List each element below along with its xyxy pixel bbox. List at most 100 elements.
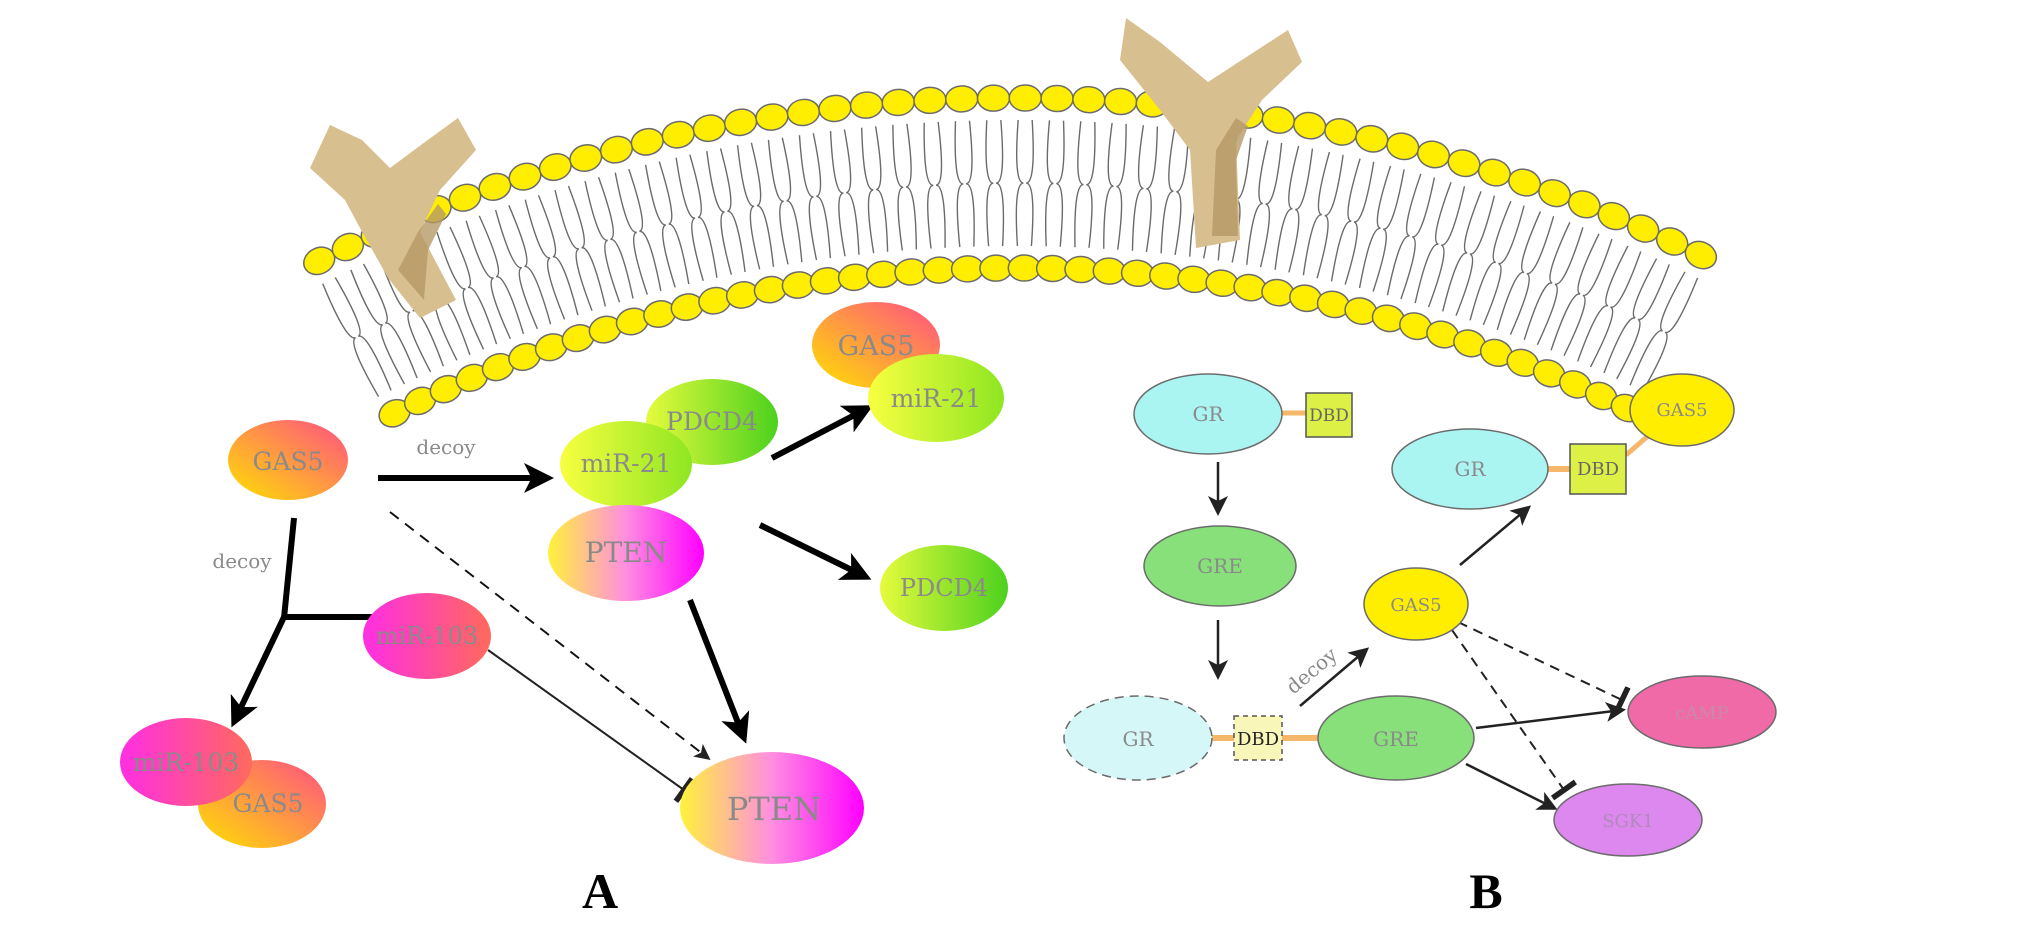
linker-dbd-gas5 (1624, 434, 1650, 457)
lipid-tail (1400, 177, 1436, 300)
lipid-tail (706, 151, 733, 275)
camp: cAMP (1627, 675, 1777, 749)
lipid-head-inner (950, 255, 985, 283)
gr-right-label: GR (1454, 457, 1486, 481)
lipid-head-outer (1293, 111, 1327, 140)
lipid-tail (798, 135, 818, 261)
gas5-bound: GAS5 (1629, 373, 1735, 447)
lipid-tail (965, 120, 975, 247)
lipid-head-inner (1035, 254, 1070, 283)
lipid-tail (614, 172, 648, 295)
lipid-tail (1160, 127, 1176, 254)
lipid-tail (1025, 120, 1034, 247)
lipid-tail (689, 154, 718, 278)
lipid-tail (736, 145, 761, 270)
inhibit-mir103-to-pten (487, 649, 695, 804)
lipid-head-outer (1261, 106, 1296, 134)
lipid-head-outer (1072, 85, 1106, 114)
dbd-top-label: DBD (1309, 406, 1349, 426)
lipid-tail (644, 164, 676, 288)
lipid-head-outer (1324, 118, 1358, 146)
arrow-to-mir103-complex (230, 615, 287, 728)
lipid-tail (597, 177, 634, 299)
pten-complex: PTEN (548, 505, 704, 601)
lipid-head-inner (1064, 255, 1098, 284)
mir21-complex: miR-21 (560, 421, 692, 507)
lipid-tail (350, 269, 406, 385)
receptor-body (1120, 18, 1302, 248)
arrow-gre-to-sgk1 (1465, 762, 1558, 810)
lipid-tail (767, 139, 789, 265)
lipid-tail (1536, 227, 1584, 346)
lipid-head-outer (1008, 84, 1043, 112)
lipid-head-outer (913, 86, 947, 115)
lipid-tail (1344, 161, 1375, 285)
gas5-bound-label: GAS5 (1656, 400, 1707, 421)
dbd-ghost: DBD (1233, 715, 1283, 761)
lipid-tail (322, 283, 380, 397)
cell-membrane (303, 84, 1718, 428)
lipid-tail (892, 124, 904, 251)
mir103-label: miR-103 (376, 622, 478, 650)
gas5-top-label: GAS5 (838, 331, 915, 362)
lipid-tail (658, 161, 690, 285)
lipid-head-outer (569, 144, 603, 173)
dashed-arrow-gas5-to-pten (389, 511, 711, 760)
lipid-head-outer (1416, 140, 1451, 169)
lipid-tail (1589, 251, 1642, 368)
pten-complex-label: PTEN (585, 536, 667, 569)
lipid-head-outer (786, 98, 821, 127)
gr-ghost: GR (1063, 695, 1213, 781)
lipid-tail (584, 180, 621, 303)
lipid-tail (1274, 145, 1300, 270)
lipid-head-outer (661, 120, 695, 149)
lipid-head-outer (818, 94, 852, 123)
decoy-label-down: decoy (212, 549, 272, 573)
dbd-right-label: DBD (1577, 459, 1619, 480)
lipid-tail (1496, 211, 1542, 330)
lipid-tail (1044, 120, 1054, 247)
dbd-ghost-label: DBD (1237, 729, 1279, 750)
gr-top-label: GR (1192, 402, 1224, 426)
pdcd4-complex-label: PDCD4 (666, 407, 758, 436)
gre-bottom-label: GRE (1373, 727, 1419, 751)
lipid-tail (829, 131, 846, 257)
lipid-tail (1372, 169, 1405, 292)
lipid-tail (812, 133, 832, 259)
pdcd4-free: PDCD4 (880, 545, 1008, 631)
arrow-to-pdcd4 (758, 522, 872, 580)
mir21-top: miR-21 (868, 354, 1004, 442)
lipid-head-outer (1103, 87, 1138, 116)
lipid-tail (1074, 121, 1084, 248)
lipid-head-outer (1477, 158, 1511, 187)
lipid-head-inner (1007, 254, 1042, 282)
gas5-b-label: GAS5 (1390, 595, 1441, 616)
lipid-tail (1414, 182, 1452, 304)
gas5-main-label: GAS5 (252, 447, 323, 476)
gas5-complex-label: GAS5 (232, 789, 303, 818)
lipid-tail (750, 142, 775, 267)
panel-a: GAS5 decoy decoy PDCD4 miR-21 PTEN GAS5 … (120, 302, 1008, 919)
lipid-tail (628, 168, 662, 292)
lipid-tail (1246, 140, 1269, 265)
receptor-shadow (1212, 118, 1248, 236)
lipid-head-outer (849, 91, 884, 119)
lipid-head-outer (478, 172, 512, 201)
receptor-shadow (398, 204, 446, 300)
receptor-right-icon (1120, 18, 1302, 248)
lipid-head-outer (692, 114, 727, 143)
lipid-tail (923, 122, 934, 249)
gre-mid-label: GRE (1197, 554, 1243, 578)
lipid-tail (995, 120, 1005, 247)
arrow-gre-to-camp (1475, 702, 1626, 730)
panel-b-letter: B (1469, 863, 1502, 919)
lipid-tail (1015, 119, 1024, 247)
mir103: miR-103 (363, 593, 491, 679)
mir21-top-label: miR-21 (891, 384, 982, 413)
lipid-tail (1288, 148, 1314, 273)
lipid-tail (1550, 233, 1600, 351)
line-decoy-down (281, 517, 297, 619)
lipid-head-outer (1386, 132, 1420, 161)
lipid-head-outer (599, 135, 634, 164)
lipid-head-outer (1538, 178, 1571, 208)
